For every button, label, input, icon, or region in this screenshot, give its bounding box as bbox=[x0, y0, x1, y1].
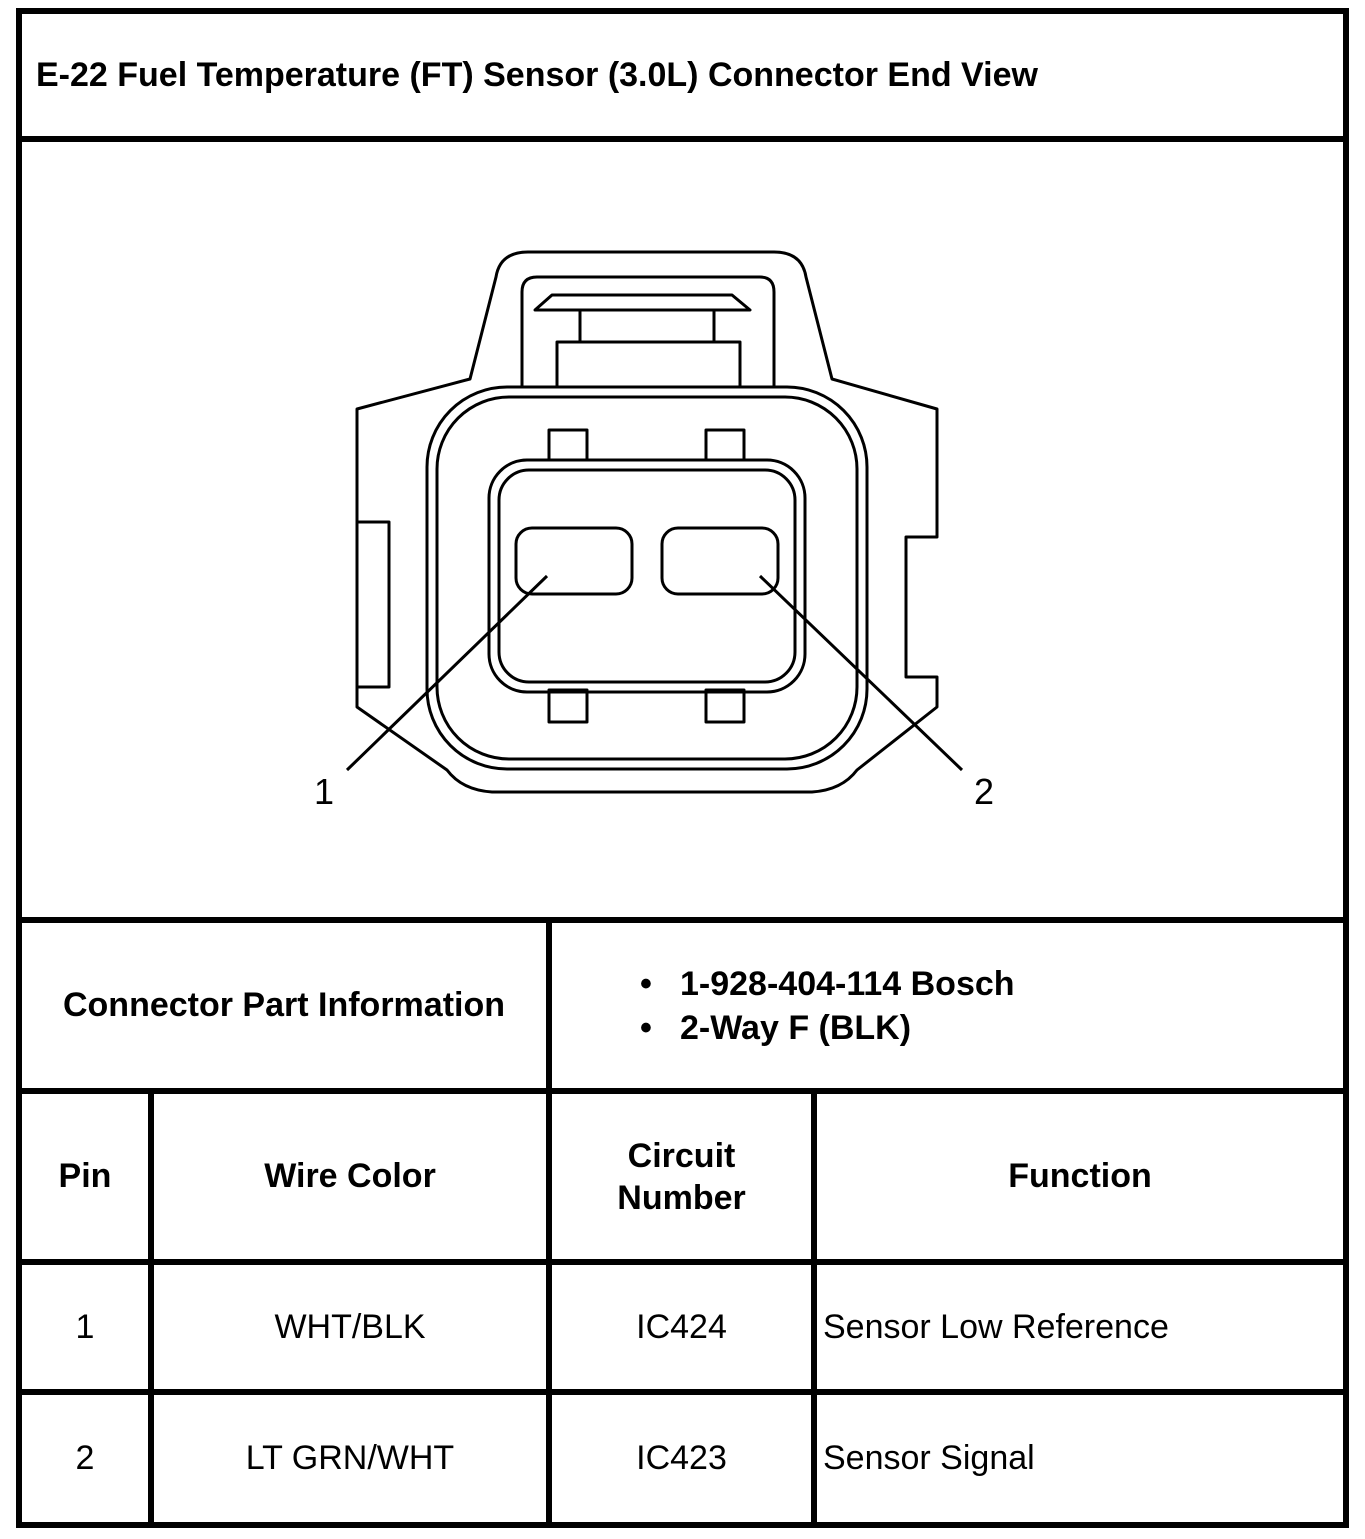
terminal-block-outer bbox=[487, 458, 807, 694]
connector-housing-outline bbox=[355, 250, 939, 794]
divider-pin-col bbox=[148, 1088, 154, 1528]
bullet-icon: • bbox=[640, 965, 652, 1003]
divider-diagram bbox=[16, 917, 1349, 923]
terminal-block-inner bbox=[497, 468, 797, 684]
border-left bbox=[16, 8, 22, 1528]
pin-label-2: 2 bbox=[974, 771, 994, 812]
divider-header bbox=[16, 1259, 1349, 1265]
key-top-left bbox=[547, 428, 589, 462]
divider-partinfo bbox=[16, 1088, 1349, 1094]
bullet-icon: • bbox=[640, 1009, 652, 1047]
page-title: E-22 Fuel Temperature (FT) Sensor (3.0L)… bbox=[36, 56, 1038, 94]
shroud-outer bbox=[425, 385, 869, 771]
row1-wire-color: WHT/BLK bbox=[274, 1307, 426, 1346]
key-bottom-left bbox=[547, 688, 589, 724]
border-bottom bbox=[16, 1522, 1349, 1528]
part-info-item: •2-Way F (BLK) bbox=[640, 1006, 1015, 1050]
key-bottom-right bbox=[704, 688, 746, 724]
border-right bbox=[1343, 8, 1349, 1528]
row1-circuit: IC424 bbox=[636, 1307, 727, 1346]
border-top bbox=[16, 8, 1349, 14]
row2-pin: 2 bbox=[75, 1439, 95, 1477]
pin-label-1: 1 bbox=[314, 771, 334, 812]
row1-function: Sensor Low Reference bbox=[823, 1307, 1169, 1346]
header-function: Function bbox=[1008, 1157, 1152, 1195]
part-info-label: Connector Part Information bbox=[62, 986, 506, 1024]
latch-outline bbox=[520, 275, 776, 387]
leader-line-pin-1 bbox=[345, 574, 549, 772]
row2-circuit: IC423 bbox=[636, 1439, 727, 1477]
left-ear bbox=[357, 520, 391, 689]
header-wire-color: Wire Color bbox=[264, 1157, 436, 1195]
divider-title bbox=[16, 136, 1349, 142]
part-info-item: •1-928-404-114 Bosch bbox=[640, 962, 1015, 1006]
leader-line-pin-2 bbox=[758, 574, 964, 772]
header-pin: Pin bbox=[58, 1157, 112, 1195]
shroud-inner bbox=[435, 395, 859, 761]
row2-function: Sensor Signal bbox=[823, 1439, 1035, 1477]
header-circuit-line1: Circuit bbox=[627, 1136, 736, 1175]
latch-post bbox=[578, 310, 716, 342]
divider-row1 bbox=[16, 1389, 1349, 1395]
row2-wire-color: LT GRN/WHT bbox=[245, 1439, 455, 1477]
latch-body bbox=[555, 340, 742, 389]
pin-cavity-1 bbox=[514, 526, 634, 596]
pin-cavity-2 bbox=[660, 526, 780, 596]
connector-end-view-diagram: 1 2 bbox=[314, 250, 994, 812]
latch-tab bbox=[533, 293, 752, 312]
row1-pin: 1 bbox=[75, 1307, 95, 1346]
key-top-right bbox=[704, 428, 746, 462]
divider-partinfo-col bbox=[546, 917, 552, 1528]
divider-circuit-col bbox=[811, 1088, 817, 1528]
part-info-list: •1-928-404-114 Bosch •2-Way F (BLK) bbox=[640, 962, 1015, 1050]
header-circuit-number: Circuit Number bbox=[552, 1094, 811, 1259]
header-circuit-line2: Number bbox=[617, 1178, 746, 1217]
